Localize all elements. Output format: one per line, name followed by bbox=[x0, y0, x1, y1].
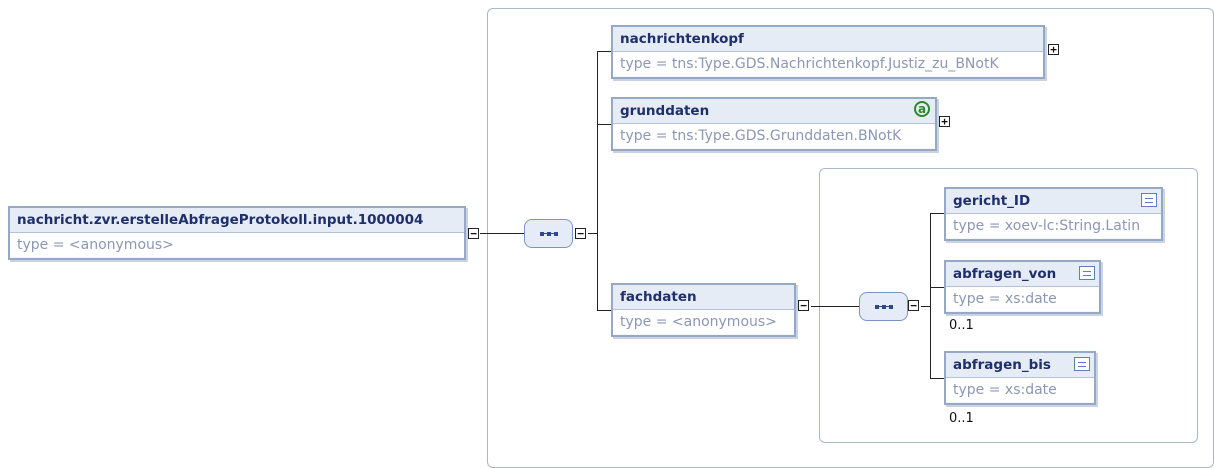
sequence-collapse-toggle[interactable]: − bbox=[575, 228, 586, 239]
connector-to-abfragen-von bbox=[930, 287, 944, 288]
element-nachrichtenkopf[interactable]: nachrichtenkopf type = tns:Type.GDS.Nach… bbox=[611, 25, 1045, 79]
connector-to-abfragen-bis bbox=[930, 378, 944, 379]
grunddaten-expand-toggle[interactable]: + bbox=[939, 116, 950, 127]
abfragen-von-type: type = xs:date bbox=[946, 287, 1099, 311]
sequence-icon bbox=[539, 231, 558, 236]
gericht-id-name: gericht_ID bbox=[946, 189, 1161, 214]
connector-to-grunddaten bbox=[597, 124, 611, 125]
fachdaten-sequence-compositor[interactable] bbox=[859, 292, 908, 321]
simple-type-icon bbox=[1074, 357, 1090, 371]
fachdaten-name: fachdaten bbox=[613, 285, 794, 310]
fachdaten-collapse-toggle[interactable]: − bbox=[798, 300, 809, 311]
abfragen-von-occurrence: 0..1 bbox=[949, 318, 974, 333]
sequence-icon bbox=[874, 304, 893, 309]
connector-seq2-stub bbox=[921, 306, 930, 307]
root-element-name: nachricht.zvr.erstelleAbfrageProtokoll.i… bbox=[10, 208, 464, 233]
root-collapse-toggle[interactable]: − bbox=[468, 228, 479, 239]
fachdaten-type: type = <anonymous> bbox=[613, 310, 794, 334]
simple-type-icon bbox=[1141, 193, 1157, 207]
connector-to-gericht-id bbox=[930, 213, 944, 214]
connector-seq2-trunk bbox=[930, 213, 931, 379]
nachrichtenkopf-expand-toggle[interactable]: + bbox=[1048, 44, 1059, 55]
abfragen-bis-label: abfragen_bis bbox=[953, 357, 1051, 373]
connector-to-fachdaten bbox=[597, 310, 611, 311]
simple-type-icon bbox=[1079, 266, 1095, 280]
gericht-id-label: gericht_ID bbox=[953, 193, 1031, 209]
connector-to-nachrichtenkopf bbox=[597, 51, 611, 52]
grunddaten-name: grunddaten a bbox=[613, 99, 935, 124]
element-fachdaten[interactable]: fachdaten type = <anonymous> bbox=[611, 283, 796, 337]
nachrichtenkopf-name: nachrichtenkopf bbox=[613, 27, 1043, 52]
element-abfragen-von[interactable]: abfragen_von type = xs:date bbox=[944, 260, 1101, 314]
root-element[interactable]: nachricht.zvr.erstelleAbfrageProtokoll.i… bbox=[8, 206, 466, 260]
abfragen-bis-type: type = xs:date bbox=[946, 378, 1094, 402]
gericht-id-type: type = xoev-lc:String.Latin bbox=[946, 214, 1161, 238]
abfragen-bis-name: abfragen_bis bbox=[946, 353, 1094, 378]
grunddaten-label: grunddaten bbox=[620, 103, 710, 119]
nachrichtenkopf-type: type = tns:Type.GDS.Nachrichtenkopf.Just… bbox=[613, 52, 1043, 76]
abfragen-von-label: abfragen_von bbox=[953, 266, 1057, 282]
abfragen-bis-occurrence: 0..1 bbox=[949, 411, 974, 426]
attribute-icon: a bbox=[914, 101, 930, 117]
grunddaten-type: type = tns:Type.GDS.Grunddaten.BNotK bbox=[613, 124, 935, 148]
connector-seq-stub bbox=[588, 233, 597, 234]
connector-fachdaten-seq bbox=[811, 306, 859, 307]
fachdaten-sequence-collapse-toggle[interactable]: − bbox=[908, 300, 919, 311]
element-abfragen-bis[interactable]: abfragen_bis type = xs:date bbox=[944, 351, 1096, 405]
root-element-type: type = <anonymous> bbox=[10, 233, 464, 257]
element-grunddaten[interactable]: grunddaten a type = tns:Type.GDS.Grundda… bbox=[611, 97, 937, 151]
connector-seq-trunk bbox=[597, 51, 598, 311]
abfragen-von-name: abfragen_von bbox=[946, 262, 1099, 287]
sequence-compositor[interactable] bbox=[524, 219, 573, 248]
connector-root-seq bbox=[480, 233, 524, 234]
element-gericht-id[interactable]: gericht_ID type = xoev-lc:String.Latin bbox=[944, 187, 1163, 241]
